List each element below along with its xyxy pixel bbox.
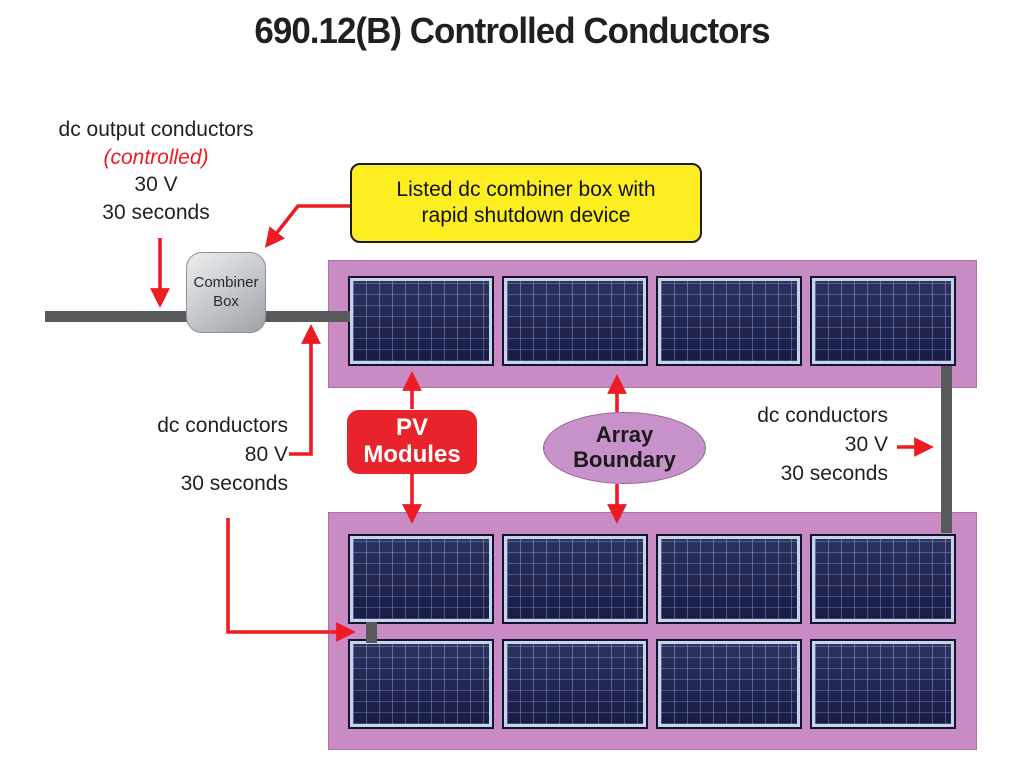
pv-module [656, 639, 802, 729]
dc-left-title: dc conductors [157, 414, 288, 437]
pv-module [348, 276, 494, 366]
dc-right-title: dc conductors [757, 404, 888, 427]
pv-modules-tag-line1: PV [395, 414, 428, 442]
combiner-box: Combiner Box [186, 252, 266, 333]
pv-modules-tag: PV Modules [347, 410, 477, 474]
pv-module-cells [815, 644, 951, 724]
pv-array-upper [328, 260, 977, 388]
pv-module-cells [353, 539, 489, 619]
pv-module [810, 534, 956, 624]
dc-right-time: 30 seconds [780, 461, 888, 485]
dc-output-time: 30 seconds [102, 200, 210, 224]
dc-output-voltage: 30 V [134, 173, 178, 196]
dc-conductor-vertical-line [941, 366, 952, 533]
dc-right-voltage: 30 V [844, 432, 888, 456]
array-boundary-ellipse: Array Boundary [543, 412, 706, 484]
pv-module-cells [661, 539, 797, 619]
pv-modules-tag-line2: Modules [363, 441, 461, 468]
pv-module-cells [507, 281, 643, 361]
pv-module [348, 639, 494, 729]
pv-module [502, 639, 648, 729]
pv-module [348, 534, 494, 624]
pv-module [502, 276, 648, 366]
array-boundary-line1: Array [595, 422, 654, 448]
module-row [348, 534, 957, 624]
callout-line1: Listed dc combiner box with [396, 177, 656, 201]
pv-module [502, 534, 648, 624]
pv-module [656, 534, 802, 624]
pv-module-cells [815, 281, 951, 361]
pv-module [656, 276, 802, 366]
pv-array-lower [328, 512, 977, 750]
module-row [348, 276, 957, 366]
pv-module-cells [661, 281, 797, 361]
dc-output-conductors-label: dc output conductors (controlled) 30 V 3… [30, 116, 282, 226]
combiner-box-label-line1: Combiner [193, 273, 259, 291]
dc-left-voltage: 80 V [244, 442, 288, 466]
callout-line2: rapid shutdown device [421, 204, 631, 227]
dc-output-controlled: (controlled) [103, 145, 209, 169]
rapid-shutdown-callout: Listed dc combiner box with rapid shutdo… [350, 163, 702, 243]
pv-module-cells [815, 539, 951, 619]
pv-module-cells [353, 644, 489, 724]
dc-conductors-right-label: dc conductors 30 V 30 seconds [688, 402, 888, 489]
pv-module [810, 276, 956, 366]
pv-module-cells [661, 644, 797, 724]
page-title: 690.12(B) Controlled Conductors [254, 10, 770, 51]
dc-left-80v-pointer-arrow [289, 324, 321, 456]
array-boundary-line2: Boundary [573, 447, 676, 472]
combiner-box-label-line2: Box [213, 292, 239, 310]
pv-module-cells [353, 281, 489, 361]
pv-module [810, 639, 956, 729]
dc-conductors-left-label: dc conductors 80 V 30 seconds [88, 412, 288, 499]
pv-module-cells [507, 539, 643, 619]
dc-left-time: 30 seconds [180, 471, 288, 495]
pv-module-cells [507, 644, 643, 724]
dc-output-title: dc output conductors [58, 118, 254, 141]
module-row [348, 639, 957, 729]
